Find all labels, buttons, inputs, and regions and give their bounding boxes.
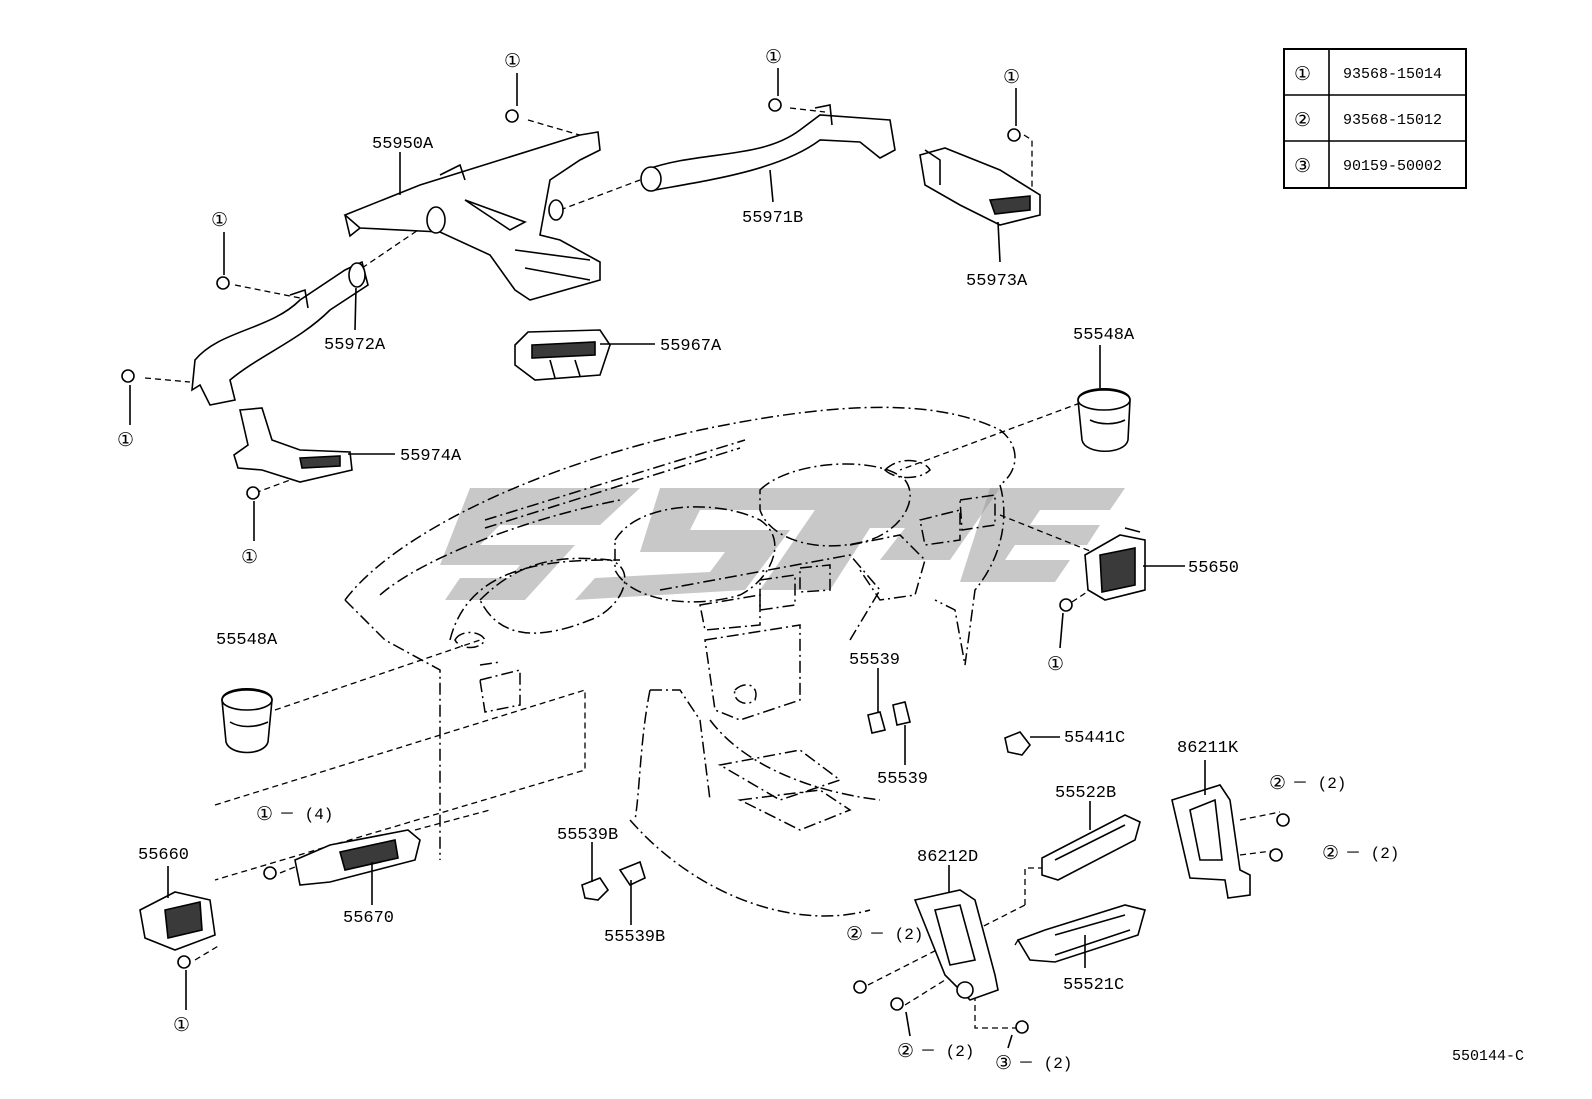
vent-55650-graphic [1084, 527, 1146, 601]
callout-1-f: ① [241, 547, 258, 568]
callout-1-c: ① [1003, 67, 1020, 88]
label-86212D: 86212D [917, 848, 978, 867]
callout-1-e: ① [117, 430, 134, 451]
screw-graphics [121, 98, 1290, 1034]
label-55522B: 55522B [1055, 784, 1116, 803]
label-55539B-top: 55539B [557, 826, 618, 845]
duct-55974A-graphic [233, 407, 353, 483]
callout-2-b: ② [1322, 843, 1339, 864]
qty-2-d: － (2) [920, 1043, 974, 1061]
callout-1-g: ① [1047, 654, 1064, 675]
label-55441C: 55441C [1064, 729, 1125, 748]
duct-55971B-graphic [640, 104, 896, 192]
diagram-code: 550144-C [1452, 1048, 1524, 1065]
label-55539B-bottom: 55539B [604, 928, 665, 947]
legend-part-3: 90159-50002 [1343, 158, 1442, 175]
callout-3-a: ③ [995, 1053, 1012, 1074]
duct-55972A-graphic [191, 260, 369, 406]
callout-1-qty4: ① [256, 804, 273, 825]
legend-part-2: 93568-15012 [1343, 112, 1442, 129]
label-55548A-right: 55548A [1073, 326, 1135, 345]
label-55548A-left: 55548A [216, 631, 278, 650]
callout-1-a: ① [504, 51, 521, 72]
outlet-55967A-graphic [514, 329, 611, 381]
callout-2-a: ② [1269, 773, 1286, 794]
label-55660: 55660 [138, 846, 189, 865]
vent-55670-graphic [294, 829, 421, 886]
instrument-panel-outline [344, 406, 1016, 917]
qty-2-c: － (2) [869, 926, 923, 944]
label-55650: 55650 [1188, 559, 1239, 578]
legend-num-3: ③ [1294, 156, 1311, 177]
label-55971B: 55971B [742, 209, 803, 228]
duct-55973A-graphic [919, 147, 1041, 226]
clip-55539-graphic [867, 701, 911, 734]
fastener-legend-table: ① 93568-15014 ② 93568-15012 ③ 90159-5000… [1283, 48, 1467, 189]
label-55972A: 55972A [324, 336, 386, 355]
bracket-86212D-graphic [913, 889, 999, 1001]
leader-lines [144, 107, 1281, 1029]
callout-1-d: ① [211, 210, 228, 231]
label-55670: 55670 [343, 909, 394, 928]
legend-part-1: 93568-15014 [1343, 66, 1442, 83]
callout-2-d: ② [897, 1041, 914, 1062]
panel-55522B-graphic [1041, 814, 1141, 881]
panel-55521C-graphic [1016, 904, 1146, 963]
bracket-86211K-graphic [1171, 784, 1251, 899]
legend-num-2: ② [1294, 110, 1311, 131]
callout-numbers: ① ① ① ① ① ① ① ① ① － (4) ② － (2) ② － (2) … [117, 47, 1399, 1074]
qty-3-a: － (2) [1018, 1055, 1072, 1073]
callout-1-b: ① [765, 47, 782, 68]
clip-55539B-graphic [581, 860, 646, 901]
label-55539-top: 55539 [849, 651, 900, 670]
cup-55548A-left-graphic [221, 688, 273, 754]
legend-num-1: ① [1294, 64, 1311, 85]
label-55967A: 55967A [660, 337, 722, 356]
label-55974A: 55974A [400, 447, 462, 466]
watermark-logo [440, 488, 1125, 600]
label-86211K: 86211K [1177, 739, 1239, 758]
vent-55660-graphic [139, 891, 216, 951]
label-55539-bottom: 55539 [877, 770, 928, 789]
label-leaders [129, 68, 1206, 1049]
clip-55441C-graphic [1004, 731, 1032, 756]
label-55973A: 55973A [966, 272, 1028, 291]
label-55521C: 55521C [1063, 976, 1124, 995]
label-55950A: 55950A [372, 135, 434, 154]
cup-55548A-right-graphic [1077, 387, 1131, 452]
part-labels: 55950A 55971B 55973A 55972A 55967A 55974… [138, 135, 1239, 995]
qty-2-a: － (2) [1292, 775, 1346, 793]
qty-2-b: － (2) [1345, 845, 1399, 863]
callout-1-h: ① [173, 1015, 190, 1036]
callout-2-c: ② [846, 924, 863, 945]
duct-55950A-graphic [343, 131, 601, 301]
qty-4: － (4) [279, 806, 333, 824]
